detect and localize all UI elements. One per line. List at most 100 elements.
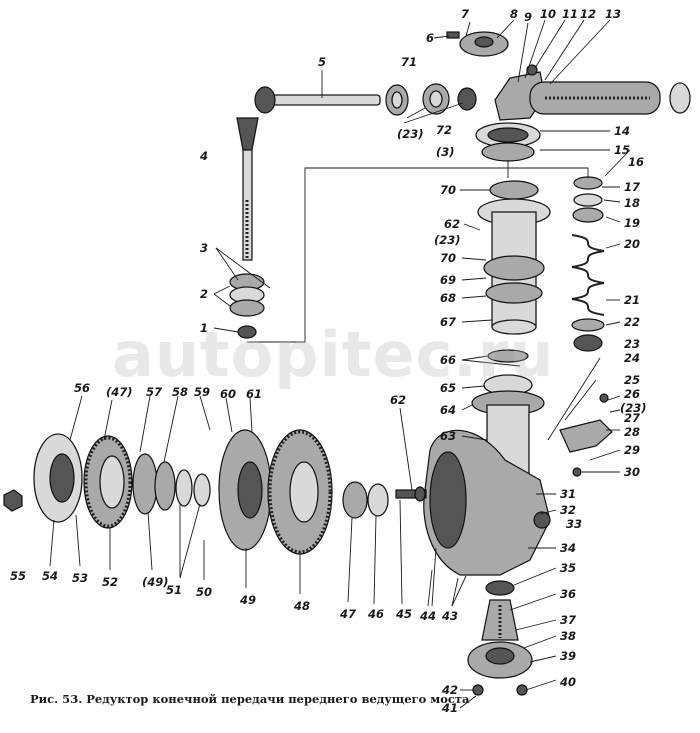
label-72: 70	[440, 183, 456, 197]
part-cover-8	[446, 31, 509, 57]
label-43: 43	[441, 609, 458, 623]
label-33: 33	[566, 517, 582, 531]
label-8: 8	[510, 7, 518, 21]
label-57: 57	[146, 385, 162, 399]
part-bolt-62	[395, 486, 427, 502]
label-12: 12	[580, 7, 596, 21]
figure-caption: Рис. 53. Редуктор конечной передачи пере…	[30, 692, 470, 706]
label-47-paren: (47)	[106, 385, 133, 399]
part-bearing-46-47	[342, 481, 389, 519]
label-45: 45	[395, 607, 412, 621]
label-63: 63	[440, 429, 456, 443]
part-flange-14-15	[475, 122, 541, 162]
label-67: 67	[440, 315, 456, 329]
part-lever-28	[559, 393, 613, 477]
label-32: 32	[560, 503, 576, 517]
part-knuckle-housing	[423, 429, 551, 576]
part-shaft-5	[254, 86, 381, 114]
label-35: 35	[560, 561, 576, 575]
part-tube-right	[529, 81, 691, 115]
label-49: 49	[239, 593, 256, 607]
label-31: 31	[560, 487, 576, 501]
label-34: 34	[560, 541, 576, 555]
label-48: 48	[293, 599, 310, 613]
label-30: 30	[624, 465, 640, 479]
part-gear-52	[83, 435, 133, 529]
label-47: 47	[339, 607, 356, 621]
label-49-paren: (49)	[142, 575, 169, 589]
label-1: 1	[200, 321, 208, 335]
label-42: 42	[441, 683, 458, 697]
watermark: autopitec.ru	[112, 318, 555, 391]
label-44: 44	[419, 609, 436, 623]
label-60: 60	[220, 387, 236, 401]
label-46: 46	[367, 607, 384, 621]
label-39: 39	[560, 649, 576, 663]
label-58: 58	[172, 385, 188, 399]
label-21: 21	[624, 293, 640, 307]
label-15: 15	[614, 143, 630, 157]
label-71: 62	[444, 217, 460, 231]
part-bearing-2-top	[385, 83, 477, 116]
label-64: 64	[440, 403, 456, 417]
label-5: 5	[318, 55, 326, 69]
part-bearing-set-2-3	[229, 273, 265, 339]
label-40: 40	[559, 675, 576, 689]
label-10: 10	[540, 7, 556, 21]
label-6: 6	[426, 31, 434, 45]
label-26: 26	[624, 387, 640, 401]
part-hub-54	[33, 433, 83, 523]
label-27: 27	[624, 411, 640, 425]
label-1-paren: 72	[436, 123, 452, 137]
label-13: 13	[605, 7, 621, 21]
label-50: 50	[196, 585, 212, 599]
label-3: 3	[200, 241, 208, 255]
label-25: 25	[624, 373, 640, 387]
label-56: 56	[74, 381, 90, 395]
part-ring-gear-48	[267, 429, 333, 555]
label-11: 11	[562, 7, 578, 21]
label-17: 17	[624, 180, 640, 194]
label-18: 18	[624, 196, 640, 210]
part-bearings-49-51	[132, 453, 211, 515]
label-14: 14	[614, 124, 630, 138]
label-53: 53	[72, 571, 88, 585]
label-55: 55	[10, 569, 26, 583]
part-spring-16-22	[571, 176, 605, 352]
label-2-top: (23)	[397, 127, 424, 141]
label-3-paren: 71	[401, 55, 417, 69]
part-carrier-49-61	[218, 429, 272, 551]
label-9: 9	[524, 10, 532, 24]
label-66: 66	[440, 353, 456, 367]
label-29: 29	[624, 443, 640, 457]
label-65: 65	[440, 381, 456, 395]
label-19: 19	[624, 216, 640, 230]
label-70: 70	[440, 251, 456, 265]
label-40-paren: (3)	[436, 145, 455, 159]
label-54: 54	[42, 569, 58, 583]
labels: 6 7 8 9 10 11 12 13 5 71 (23) 72 (3) 14 …	[10, 7, 647, 715]
part-column-57-72	[477, 180, 551, 335]
label-20: 20	[624, 237, 640, 251]
part-nut-55	[3, 489, 23, 512]
label-23-paren: (23)	[620, 401, 647, 415]
leader-lines	[49, 19, 631, 709]
label-52: 52	[102, 575, 118, 589]
label-16: 16	[628, 155, 644, 169]
label-69: 69	[440, 273, 456, 287]
label-23: 23	[624, 337, 640, 351]
label-2: 2	[200, 287, 208, 301]
label-24: 24	[624, 351, 640, 365]
label-36: 36	[560, 587, 576, 601]
label-62: 62	[390, 393, 406, 407]
label-28: 28	[624, 425, 640, 439]
label-23-paren-b: (23)	[434, 233, 461, 247]
label-68: 68	[440, 291, 456, 305]
label-4: 4	[199, 149, 208, 163]
label-38: 38	[560, 629, 576, 643]
label-41: 41	[441, 701, 458, 715]
label-51: 51	[166, 583, 182, 597]
label-7: 7	[461, 7, 469, 21]
